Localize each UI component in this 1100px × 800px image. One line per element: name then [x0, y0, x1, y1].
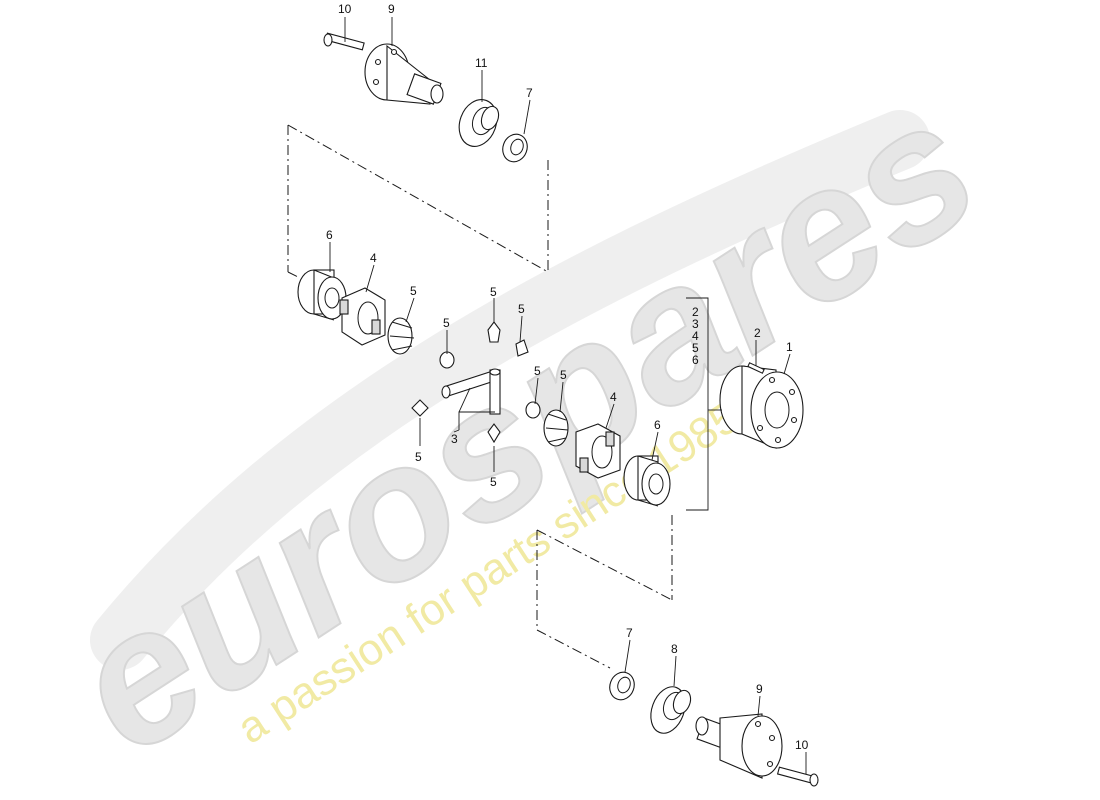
callout-5-a: 5 — [410, 284, 417, 298]
pinion-gears-5 — [411, 321, 529, 444]
lower-bolt-10 — [776, 766, 819, 787]
lower-bearing-8 — [650, 686, 692, 734]
upper-box-diagonal-top — [287, 124, 549, 273]
leader-lines — [329, 17, 807, 774]
alignment-lines — [287, 124, 673, 669]
callout-4-lower: 4 — [610, 390, 617, 404]
callout-5-b: 5 — [443, 316, 450, 330]
group-item-3: 3 — [692, 317, 699, 331]
lower-spring-pack-6 — [623, 455, 671, 507]
callout-8: 8 — [671, 642, 678, 656]
cross-shaft-3 — [441, 368, 501, 415]
callout-4-upper: 4 — [370, 251, 377, 265]
lower-flange-9 — [695, 713, 783, 779]
callout-5-h: 5 — [490, 475, 497, 489]
callout-7-bottom: 7 — [626, 626, 633, 640]
callout-10-bottom: 10 — [795, 738, 809, 752]
group-item-6: 6 — [692, 353, 699, 367]
callout-1: 1 — [786, 340, 793, 354]
callout-7-top: 7 — [526, 86, 533, 100]
upper-side-gear-5 — [387, 317, 455, 369]
upper-washer-7 — [502, 133, 528, 163]
upper-spring-pack-6 — [297, 269, 347, 321]
upper-bolt-10 — [323, 32, 365, 51]
watermark: eurospares a passion for parts since 198… — [36, 58, 1013, 796]
callout-3: 3 — [451, 432, 458, 446]
upper-thrust-ring-4 — [339, 287, 386, 346]
callout-5-g: 5 — [415, 450, 422, 464]
callout-2: 2 — [754, 326, 761, 340]
callout-6-upper: 6 — [326, 228, 333, 242]
callout-9-top: 9 — [388, 2, 395, 16]
lower-box-diagonal-top — [536, 529, 673, 601]
upper-flange-9 — [364, 43, 444, 105]
callout-11: 11 — [475, 56, 488, 70]
group-item-2: 2 — [692, 305, 699, 319]
housing-bolt-2 — [747, 362, 765, 374]
callout-10-top: 10 — [338, 2, 352, 16]
upper-box-bottom-left — [287, 271, 301, 279]
differential-housing-1 — [719, 365, 804, 449]
upper-bearing-11 — [458, 99, 500, 147]
callout-5-c: 5 — [490, 285, 497, 299]
callout-labels: 10 9 11 7 6 4 5 5 5 5 5 5 4 6 3 5 5 2 1 … — [326, 2, 809, 752]
group-item-5: 5 — [692, 341, 699, 355]
group-item-4: 4 — [692, 329, 699, 343]
watermark-brand: eurospares — [37, 59, 1012, 795]
callout-6-lower: 6 — [654, 418, 661, 432]
lower-washer-7 — [609, 671, 635, 701]
group-list: 2 3 4 5 6 — [692, 305, 699, 367]
callout-5-e: 5 — [534, 364, 541, 378]
callout-5-f: 5 — [560, 368, 567, 382]
callout-9-bottom: 9 — [756, 682, 763, 696]
lower-thrust-ring-4 — [575, 423, 621, 479]
lower-box-diagonal-bottom — [536, 629, 611, 669]
lower-side-gear-5 — [525, 401, 569, 447]
callout-5-d: 5 — [518, 302, 525, 316]
